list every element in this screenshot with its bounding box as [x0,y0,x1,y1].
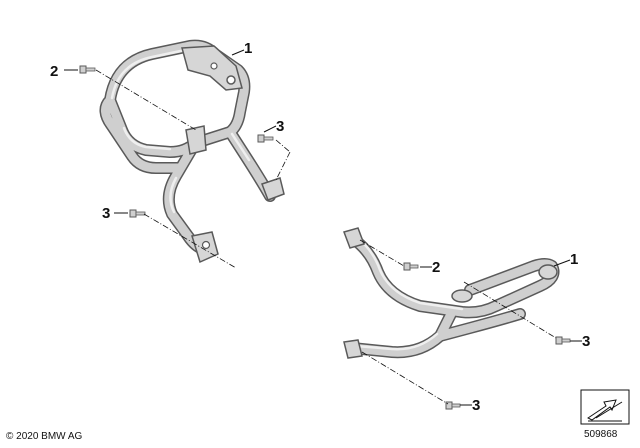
top-axis-lines [95,69,291,269]
bottom-top-tab [343,227,365,249]
screw-bottom-lower [445,401,461,410]
copyright-text: © 2020 BMW AG [6,431,83,442]
top-right-foot-tab [261,177,285,201]
callout-bottom-1: 1 [570,251,578,268]
bottom-bar-boss [451,289,473,303]
screw-bottom-mid [403,262,419,271]
callout-top-right-3: 3 [276,118,284,135]
bottom-leader-lines [420,259,582,406]
screw-top-right [257,134,274,143]
top-bracket-assembly [99,39,285,264]
screw-bottom-right [555,336,571,345]
callout-bottom-right-3: 3 [582,333,590,350]
top-leader-lines [64,49,277,214]
bottom-bar-assembly [343,227,560,359]
arrow-sheet-icon [580,389,630,425]
top-plate-hole-2 [210,62,218,70]
bottom-bar-end-cap [538,264,558,280]
screw-top-left [79,65,96,74]
callout-bottom-lower-3: 3 [472,397,480,414]
bottom-axis-lines [359,239,557,405]
bottom-lower-tab [343,339,363,359]
top-screws [79,65,274,218]
callout-top-left-2: 2 [50,63,58,80]
top-middle-tab [185,125,207,155]
callout-top-1: 1 [244,40,252,57]
diagram-id: 509868 [584,429,618,440]
top-plate-hole [226,75,236,85]
screw-top-lower [129,209,146,218]
callout-top-lower-3: 3 [102,205,110,222]
callout-bottom-mid-2: 2 [432,259,440,276]
